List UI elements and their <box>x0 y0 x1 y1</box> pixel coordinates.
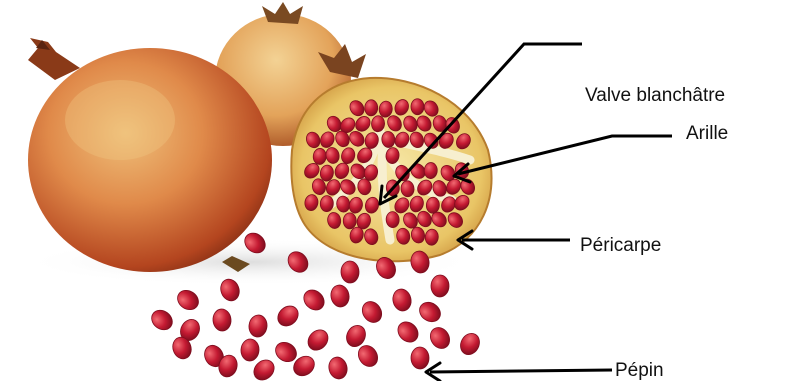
label-pepin: Pépin <box>615 360 664 381</box>
seed <box>457 330 483 358</box>
seed <box>411 347 429 369</box>
label-pericarpe: Péricarpe <box>580 235 661 256</box>
seed <box>274 302 302 330</box>
seed <box>431 275 449 297</box>
seed <box>394 318 422 346</box>
seed <box>300 286 328 314</box>
aril <box>411 99 424 115</box>
seed <box>327 355 350 381</box>
seed <box>304 326 332 354</box>
aril <box>386 211 400 228</box>
seed <box>248 314 268 338</box>
seed <box>240 338 260 361</box>
seed <box>174 286 202 313</box>
seed <box>391 287 414 313</box>
seed <box>427 324 454 352</box>
aril <box>343 213 356 229</box>
label-valve: Valve blanchâtre <box>585 85 725 106</box>
seed <box>355 342 382 370</box>
seed <box>341 261 360 284</box>
label-arille: Arille <box>686 123 728 144</box>
seed <box>212 308 232 332</box>
seed <box>358 298 385 326</box>
pepin-leader-line <box>430 370 612 372</box>
seed <box>416 298 444 325</box>
seed <box>148 306 176 334</box>
seed <box>329 283 351 308</box>
aril <box>365 100 378 116</box>
